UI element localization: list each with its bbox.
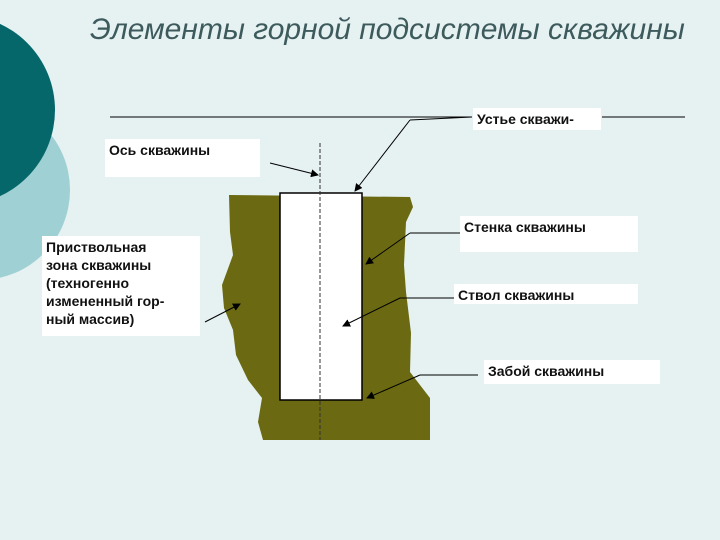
- label-near-zone: Приствольная зона скважины (техногенно и…: [42, 236, 200, 336]
- label-bottom: Забой скважины: [484, 360, 660, 384]
- label-trunk: Ствол скважины: [454, 284, 638, 304]
- label-wall: Стенка скважины: [460, 216, 638, 252]
- leader-wall-arrow: [365, 232, 411, 265]
- borehole-trunk: [279, 192, 363, 401]
- leader-mouth: [409, 116, 473, 121]
- leader-axis: [269, 162, 319, 178]
- label-axis: Ось скважины: [105, 139, 260, 177]
- slide-title: Элементы горной подсистемы скважины: [90, 13, 685, 46]
- leader-bottom-arrow: [366, 374, 421, 399]
- leader-near-zone: [204, 303, 241, 323]
- leader-mouth-arrow: [354, 119, 411, 192]
- decorative-circle-dark: [0, 23, 55, 197]
- label-mouth: Устье скважи-: [473, 108, 601, 130]
- leader-trunk-arrow: [342, 297, 401, 327]
